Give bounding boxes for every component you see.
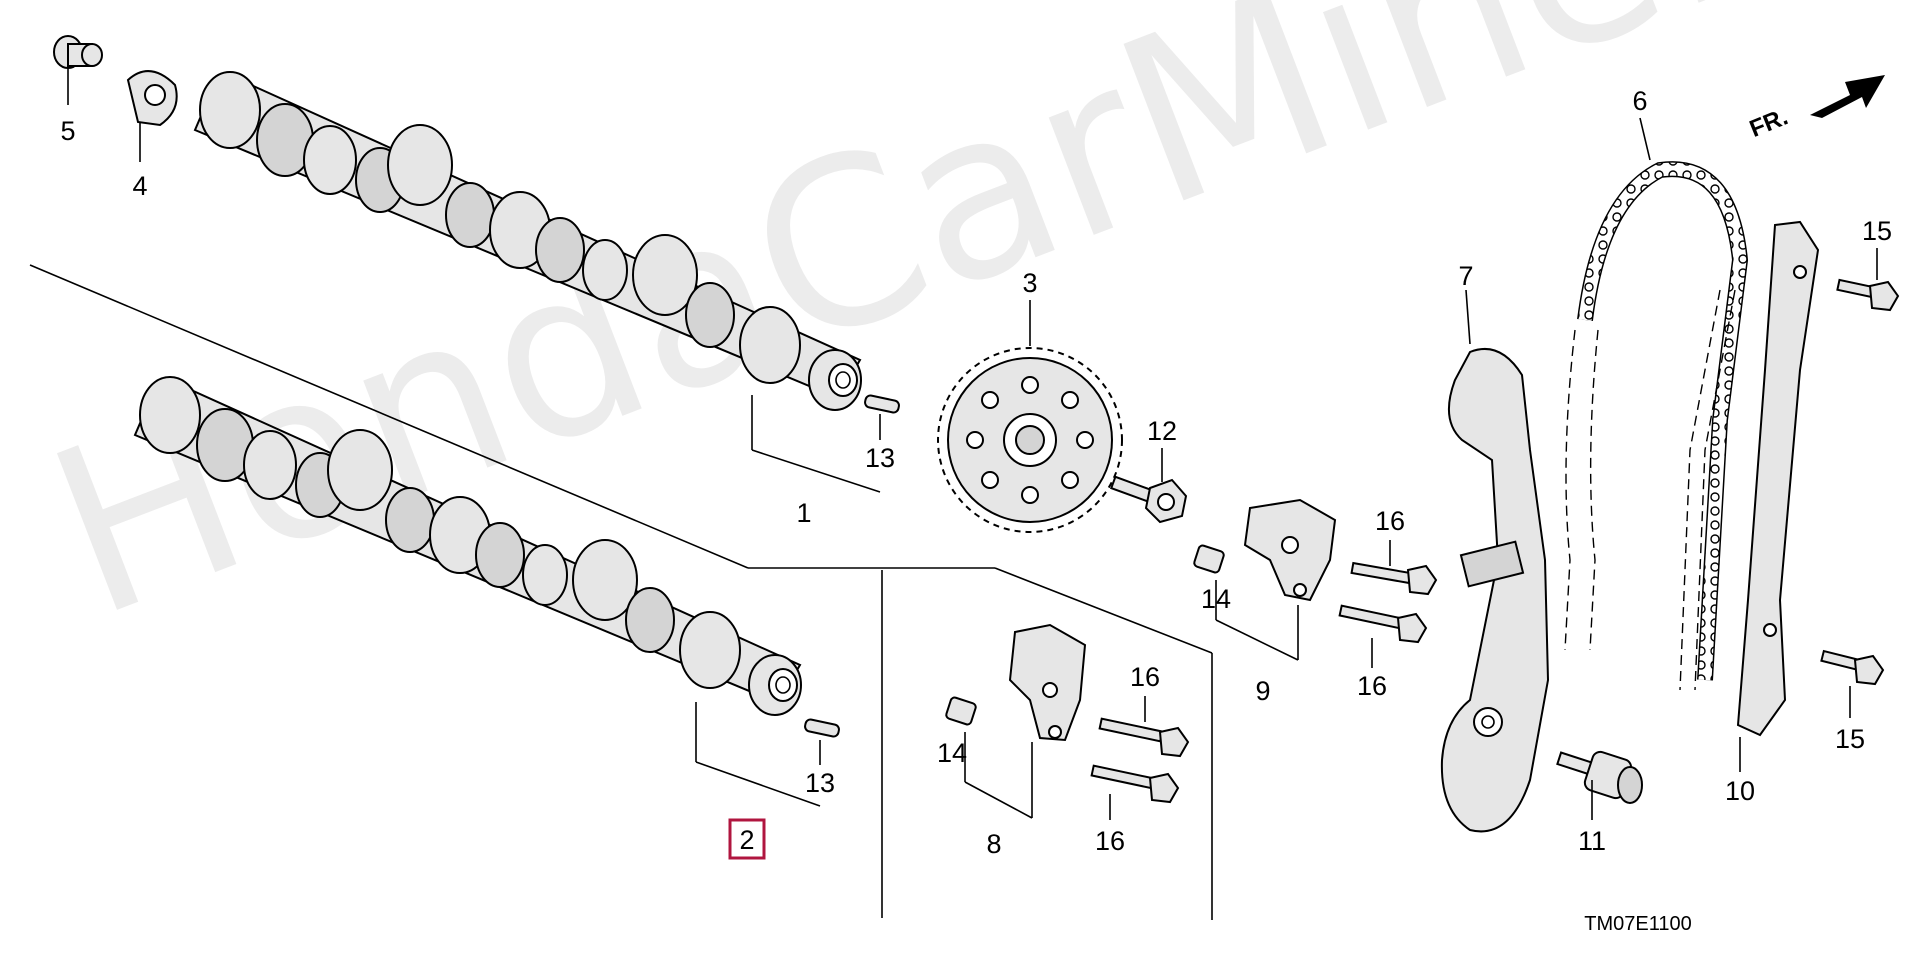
tensioner-guide-part10[interactable]: [1736, 220, 1820, 737]
label-part8[interactable]: 8: [986, 829, 1001, 859]
plug-part5[interactable]: [53, 35, 103, 69]
label-part14-lower[interactable]: 14: [937, 738, 967, 768]
front-direction-label: FR.: [1746, 103, 1792, 143]
sprocket-part3[interactable]: [937, 347, 1123, 533]
bolt-part16-a[interactable]: [1350, 561, 1438, 596]
bolt-part16-b[interactable]: [1338, 604, 1428, 644]
label-part6[interactable]: 6: [1632, 86, 1647, 116]
label-part4[interactable]: 4: [132, 171, 147, 201]
pulse-plate-part4[interactable]: [126, 70, 178, 127]
label-part2[interactable]: 2: [739, 825, 754, 855]
bolt-part16-d[interactable]: [1090, 764, 1180, 804]
collar-part14-lower[interactable]: [945, 696, 977, 726]
bolt-part16-c[interactable]: [1098, 717, 1190, 758]
collar-part14-upper[interactable]: [1193, 544, 1225, 574]
label-part13-upper[interactable]: 13: [865, 443, 895, 473]
label-part12[interactable]: 12: [1147, 416, 1177, 446]
label-part5[interactable]: 5: [60, 116, 75, 146]
label-part15-upper[interactable]: 15: [1862, 216, 1892, 246]
bolt-part15-lower[interactable]: [1820, 649, 1885, 686]
leader-lines: [67, 68, 1878, 820]
knock-pin-lower[interactable]: [804, 718, 840, 738]
cam-chain-part6[interactable]: [1564, 161, 1749, 691]
chain-guide-part9[interactable]: [1243, 498, 1337, 602]
label-part13-lower[interactable]: 13: [805, 768, 835, 798]
bolt-part15-upper[interactable]: [1836, 278, 1900, 312]
diagram-code: TM07E1100: [1584, 913, 1691, 935]
label-part7[interactable]: 7: [1458, 261, 1473, 291]
front-direction-arrow: [1810, 75, 1885, 118]
camshaft-lower[interactable]: [133, 376, 802, 716]
label-part15-lower[interactable]: 15: [1835, 724, 1865, 754]
label-part1[interactable]: 1: [796, 498, 811, 528]
camshaft-upper[interactable]: [193, 71, 862, 411]
label-part16-b[interactable]: 16: [1357, 671, 1387, 701]
label-part16-a[interactable]: 16: [1375, 506, 1405, 536]
label-part16-d[interactable]: 16: [1095, 826, 1125, 856]
label-part3[interactable]: 3: [1022, 268, 1037, 298]
part-labels: 5 4 1 13 2 13 3 12 14 9 16 16 14 8 16 16…: [60, 86, 1892, 860]
section-lines: [29, 264, 1213, 920]
label-part11[interactable]: 11: [1578, 826, 1606, 856]
label-part14-upper[interactable]: 14: [1201, 584, 1231, 614]
part2-highlight-box: [728, 818, 766, 860]
chain-guide-part8[interactable]: [1008, 623, 1087, 742]
label-part16-c[interactable]: 16: [1130, 662, 1160, 692]
bolt-part12[interactable]: [1109, 475, 1188, 524]
label-part9[interactable]: 9: [1255, 676, 1270, 706]
pivot-bolt-part11[interactable]: [1556, 750, 1643, 804]
knock-pin-upper[interactable]: [864, 394, 900, 414]
label-part10[interactable]: 10: [1725, 776, 1755, 806]
tensioner-arm-part7[interactable]: [1440, 347, 1550, 833]
